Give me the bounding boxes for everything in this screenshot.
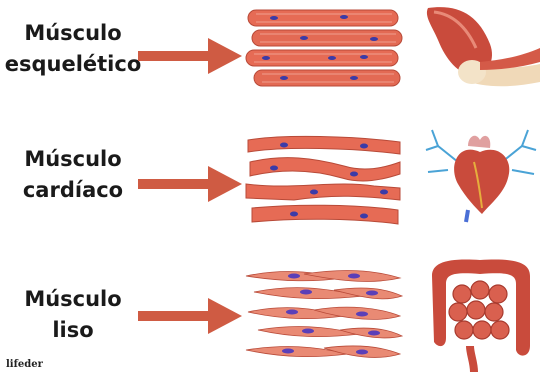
skeletal-muscle-row: Músculo esquelético [0,0,546,120]
cardiac-muscle-row: Músculo cardíaco [0,122,546,242]
smooth-muscle-row: Músculo liso [0,250,546,370]
smooth-fibers-icon [244,268,404,364]
skeletal-fibers-icon [244,8,404,94]
smooth-muscle-label: Músculo liso [4,284,142,346]
label-line-1: Músculo [4,18,142,49]
heart-icon [418,122,542,224]
label-line-1: Músculo [4,284,142,315]
label-line-1: Músculo [4,144,142,175]
label-line-2: liso [4,315,142,346]
skeletal-muscle-label: Músculo esquelético [4,18,142,80]
arrow-icon [138,36,242,76]
arrow-icon [138,296,242,336]
arrow-icon [138,164,242,204]
label-line-2: cardíaco [4,175,142,206]
cardiac-fibers-icon [244,132,404,230]
elbow-muscle-icon [418,4,542,92]
intestine-icon [418,254,542,374]
label-line-2: esquelético [4,49,142,80]
cardiac-muscle-label: Músculo cardíaco [4,144,142,206]
watermark-logo: lifeder [6,359,43,370]
